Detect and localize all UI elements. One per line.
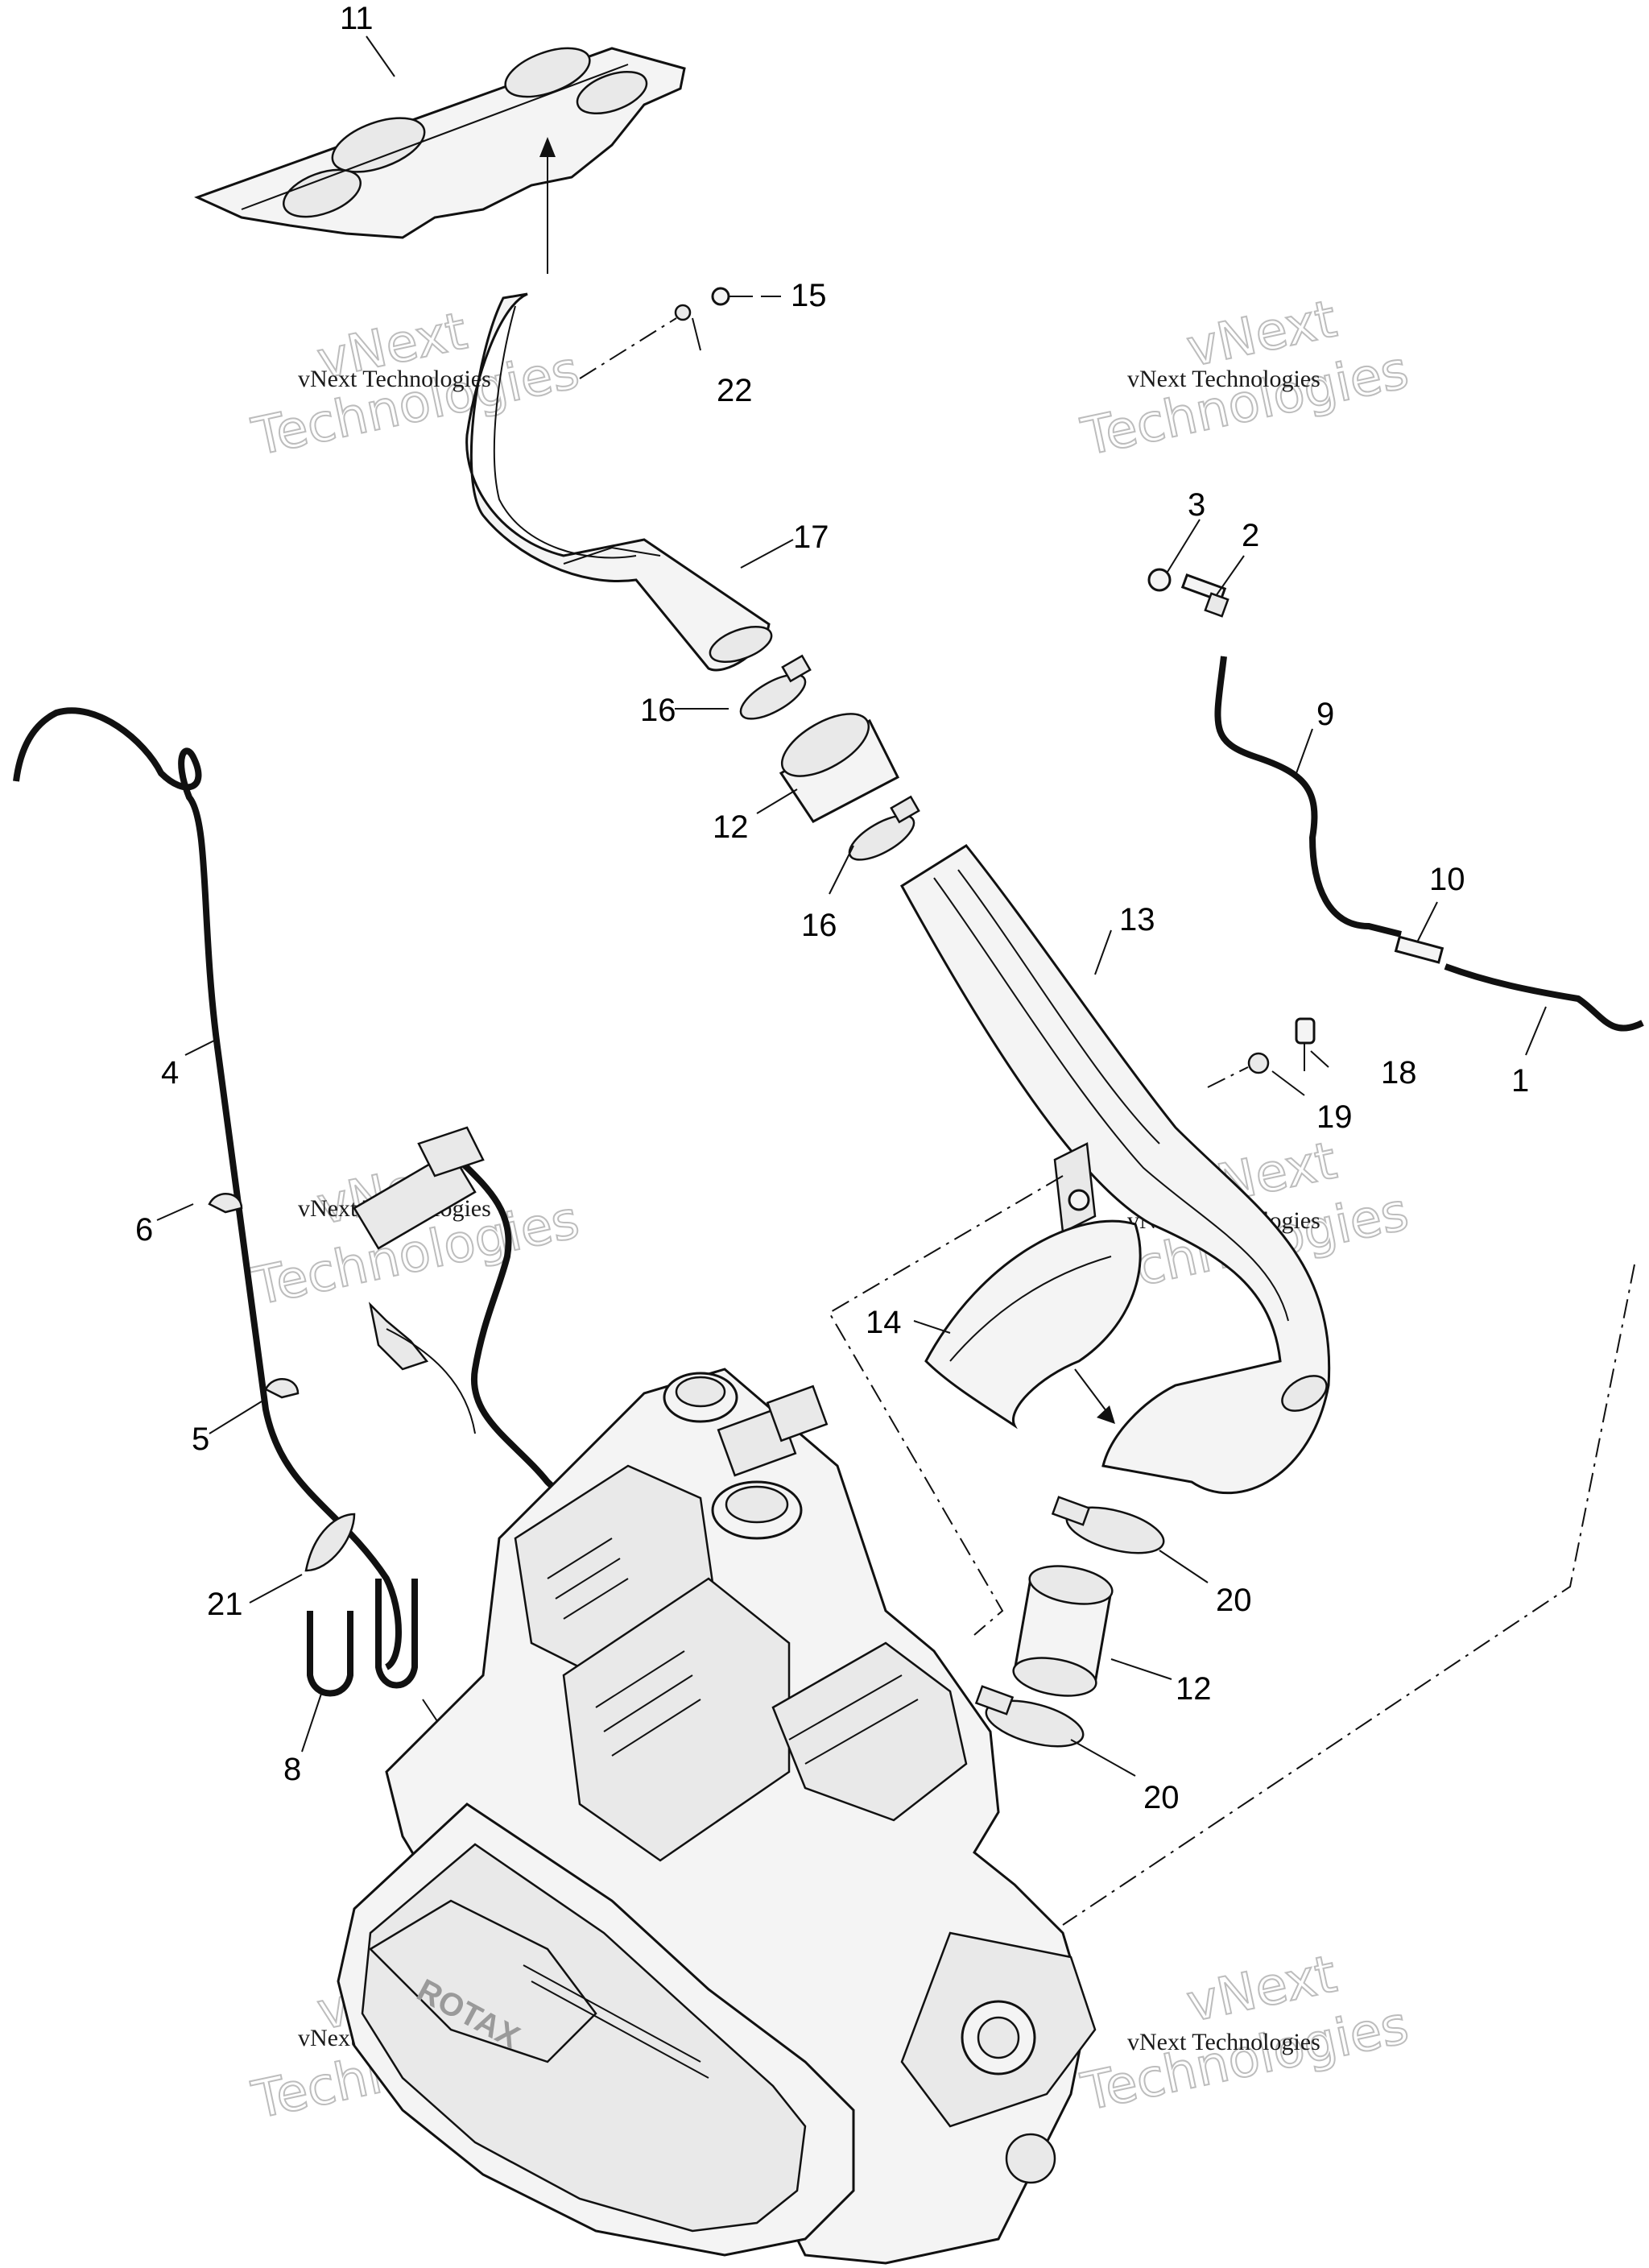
callout-18: 18 [1381,1055,1417,1091]
callout-3: 3 [1188,487,1205,523]
callout-4: 4 [161,1055,179,1091]
callout-12-upper: 12 [713,809,749,845]
callout-10: 10 [1429,862,1465,897]
assembly-boundary-dashed [828,1175,1064,1636]
callout-11: 11 [340,1,374,36]
watermark-top-left: vNext Technologies vNext Technologies [246,300,585,468]
callout-16-lower: 16 [801,908,837,943]
part-10-connector [1394,935,1444,964]
part-11-heat-shield [194,47,686,239]
part-5-clip [264,1378,300,1399]
callout-20-upper: 20 [1216,1583,1252,1618]
assembly-boundary-dashed-right [1062,1264,1635,1926]
callout-9: 9 [1316,697,1334,732]
callout-14: 14 [866,1305,902,1340]
callout-15: 15 [791,278,827,313]
leader-18-19-dashed [1207,1066,1249,1088]
part-16-clamp-lower [848,795,920,861]
part-1-hose [1444,963,1644,1032]
engine-assembly: ROTAX [337,1368,1097,2265]
part-13-exhaust-tube [900,844,1331,1495]
callout-20-lower: 20 [1143,1780,1180,1815]
callout-5: 5 [192,1422,209,1457]
part-20-clamp-lower [974,1685,1085,1748]
part-18-bolt [1295,1017,1316,1071]
part-4-vent-hose [13,707,402,1670]
part-17-exhaust-pipe [465,292,773,672]
leader-lines [156,35,1547,1777]
part-12-coupler-upper [779,713,899,823]
watermark-top-right: vNext Technologies vNext Technologies [1076,288,1415,468]
arrow-head-heat-shield [539,137,556,157]
callout-13: 13 [1119,902,1155,937]
callout-labels: 11 15 22 17 16 12 16 13 18 19 3 2 9 10 1… [135,1,1529,1815]
part-22-washer [674,304,692,321]
callout-2: 2 [1242,518,1259,553]
part-20-clamp-upper [1051,1496,1165,1554]
part-14-heat-shield [924,1219,1142,1430]
callout-6: 6 [135,1212,153,1248]
callout-12-lower: 12 [1176,1671,1212,1707]
arrow-head-exhaust-tube [1097,1405,1115,1424]
part-6-clip [208,1193,243,1214]
svg-text:vNext Technologies: vNext Technologies [1127,366,1320,392]
svg-text:vNext Technologies: vNext Technologies [1127,2029,1320,2055]
part-12-coupler-lower [1012,1565,1114,1697]
callout-16-upper: 16 [640,693,676,728]
callout-8: 8 [283,1752,301,1787]
callout-22: 22 [717,373,753,408]
callout-19: 19 [1316,1099,1353,1135]
callout-17: 17 [793,519,829,555]
watermark-bottom-right: vNext Technologies vNext Technologies [1076,1943,1415,2123]
part-21-clip [304,1513,356,1572]
part-3-nut [1147,568,1172,592]
part-8-u-hose [307,1579,418,1697]
callout-21: 21 [207,1587,243,1622]
part-2-fitting [1180,573,1230,618]
leader-15-22-dashed [579,317,677,379]
part-16-clamp-upper [739,654,812,720]
part-15-bolt [711,287,753,306]
arrow-to-exhaust-tube [1074,1368,1112,1418]
callout-1: 1 [1511,1063,1529,1099]
part-9-hose [1214,656,1402,937]
svg-text:vNext Technologies: vNext Technologies [298,366,491,392]
part-19-washer [1247,1052,1270,1074]
